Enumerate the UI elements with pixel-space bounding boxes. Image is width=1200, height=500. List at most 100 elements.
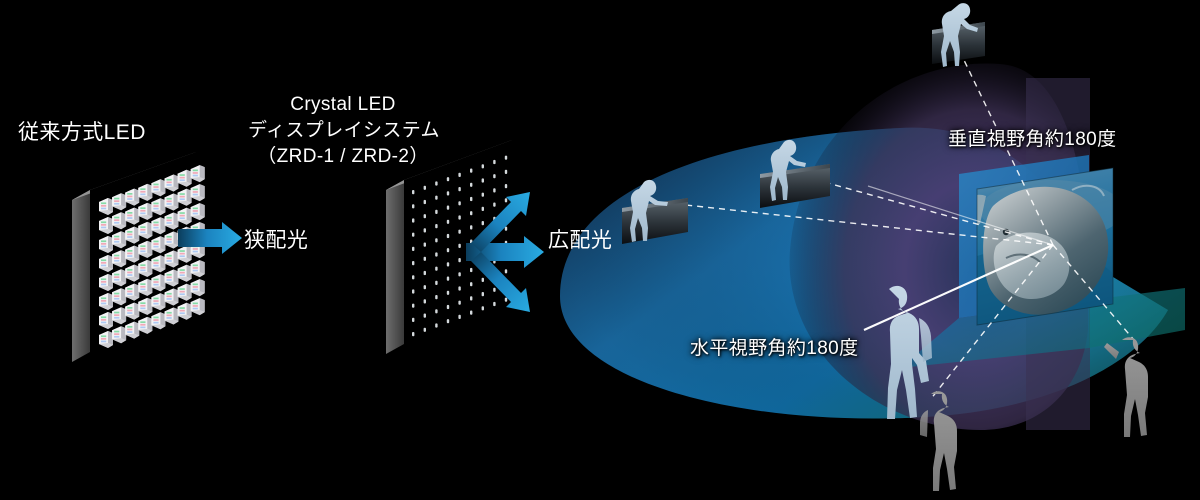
micro-led-dot: [446, 219, 450, 224]
micro-led-dot: [423, 285, 426, 290]
horizontal-fov-label: 水平視野角約180度: [690, 338, 859, 359]
micro-led-dot: [423, 228, 426, 233]
narrow-beam-arrow: [178, 222, 242, 254]
micro-led-dot: [435, 323, 438, 328]
micro-led-dot: [446, 248, 450, 253]
micro-led-dot: [423, 185, 426, 190]
micro-led-dot: [435, 280, 438, 285]
micro-led-dot: [423, 199, 426, 205]
micro-led-dot: [446, 262, 450, 267]
micro-led-dot: [435, 224, 438, 229]
micro-led-dot: [412, 332, 415, 337]
display-screen: [900, 155, 1185, 368]
micro-led-dot: [412, 246, 415, 251]
viewer-bottom-center: [920, 391, 957, 491]
micro-led-dot: [493, 188, 496, 193]
micro-led-dot: [470, 225, 473, 230]
micro-led-dot: [458, 243, 461, 248]
micro-led-dot: [458, 314, 461, 319]
micro-led-dot: [504, 269, 508, 274]
crystal-led-title: Crystal LED ディスプレイシステム （ZRD-1 / ZRD-2）: [248, 92, 440, 170]
micro-led-dot: [412, 190, 415, 195]
micro-led-dot: [470, 196, 473, 202]
micro-led-dot: [458, 172, 461, 177]
micro-led-dot: [435, 195, 438, 200]
viewer-far-left-railing: [622, 179, 688, 244]
micro-led-dot: [504, 226, 508, 231]
micro-led-dot: [435, 266, 438, 271]
micro-led-dot: [481, 206, 484, 211]
viewer-top-railing: [932, 3, 985, 67]
micro-led-dot: [423, 327, 426, 332]
crystal-led-title-line2: ディスプレイシステム: [248, 120, 440, 141]
viewer-front-center: [887, 285, 932, 419]
micro-led-dot: [435, 209, 438, 214]
micro-led-dot: [423, 299, 426, 304]
micro-led-dot: [481, 306, 484, 311]
micro-led-dot: [423, 256, 426, 261]
micro-led-dot: [458, 215, 461, 220]
micro-led-dot: [504, 184, 508, 189]
micro-led-dot: [435, 309, 438, 314]
micro-led-dot: [493, 202, 496, 207]
narrow-beam-label: 狭配光: [244, 229, 309, 252]
micro-led-dot: [423, 242, 426, 247]
micro-led-dot: [458, 300, 461, 305]
crystal-led-title-line3: （ZRD-1 / ZRD-2）: [257, 146, 429, 167]
micro-led-dot: [504, 169, 508, 174]
micro-led-dot: [446, 191, 450, 196]
wide-beam-arrows: [466, 192, 544, 312]
crystal-led-title-line1: Crystal LED: [290, 94, 396, 115]
micro-led-dot: [470, 168, 473, 173]
micro-led-dot: [412, 317, 415, 322]
viewer-bottom-right: [1104, 337, 1148, 437]
micro-led-dot: [423, 214, 426, 219]
micro-led-dot: [435, 181, 438, 186]
conventional-led-panel: [72, 152, 205, 362]
micro-led-dot: [458, 187, 461, 192]
micro-led-dot: [458, 229, 461, 234]
micro-led-dot: [458, 286, 461, 291]
wide-arrow-up: [471, 192, 530, 252]
micro-led-dot: [481, 164, 484, 169]
micro-led-dot: [446, 276, 450, 281]
micro-led-dot: [458, 272, 461, 277]
micro-led-dot: [435, 252, 438, 257]
micro-led-dot: [435, 238, 438, 243]
micro-led-dot: [493, 301, 496, 307]
micro-led-dot: [481, 221, 484, 226]
micro-led-dot: [481, 192, 484, 197]
micro-led-dot: [446, 177, 450, 182]
micro-led-dot: [470, 282, 473, 287]
screen-image: [977, 168, 1113, 325]
micro-led-dot: [493, 174, 496, 179]
micro-led-dot: [481, 292, 484, 297]
micro-led-dot: [470, 296, 473, 301]
micro-led-dot: [458, 258, 461, 263]
micro-led-dot: [412, 289, 415, 294]
micro-led-dot: [470, 211, 473, 216]
micro-led-dot: [446, 233, 450, 239]
micro-led-dot: [446, 290, 450, 295]
micro-led-dot: [481, 277, 484, 282]
micro-led-dot: [470, 267, 473, 273]
micro-led-dot: [470, 310, 473, 315]
viewer-upper-left-railing: [760, 139, 830, 208]
micro-led-dot: [412, 261, 415, 266]
micro-led-dot: [504, 297, 508, 302]
micro-led-dot: [470, 182, 473, 187]
micro-led-dot: [412, 204, 415, 209]
micro-led-dot: [446, 319, 450, 324]
micro-led-dot: [412, 232, 415, 237]
wide-beam-label: 広配光: [548, 229, 613, 252]
micro-led-dot: [435, 295, 438, 300]
micro-led-dot: [493, 159, 496, 165]
micro-led-dot: [412, 218, 415, 223]
micro-led-dot: [458, 201, 461, 206]
micro-led-dot: [423, 313, 426, 318]
wide-arrow-down: [471, 252, 530, 312]
micro-led-dot: [481, 178, 484, 183]
micro-led-dot: [412, 303, 415, 308]
